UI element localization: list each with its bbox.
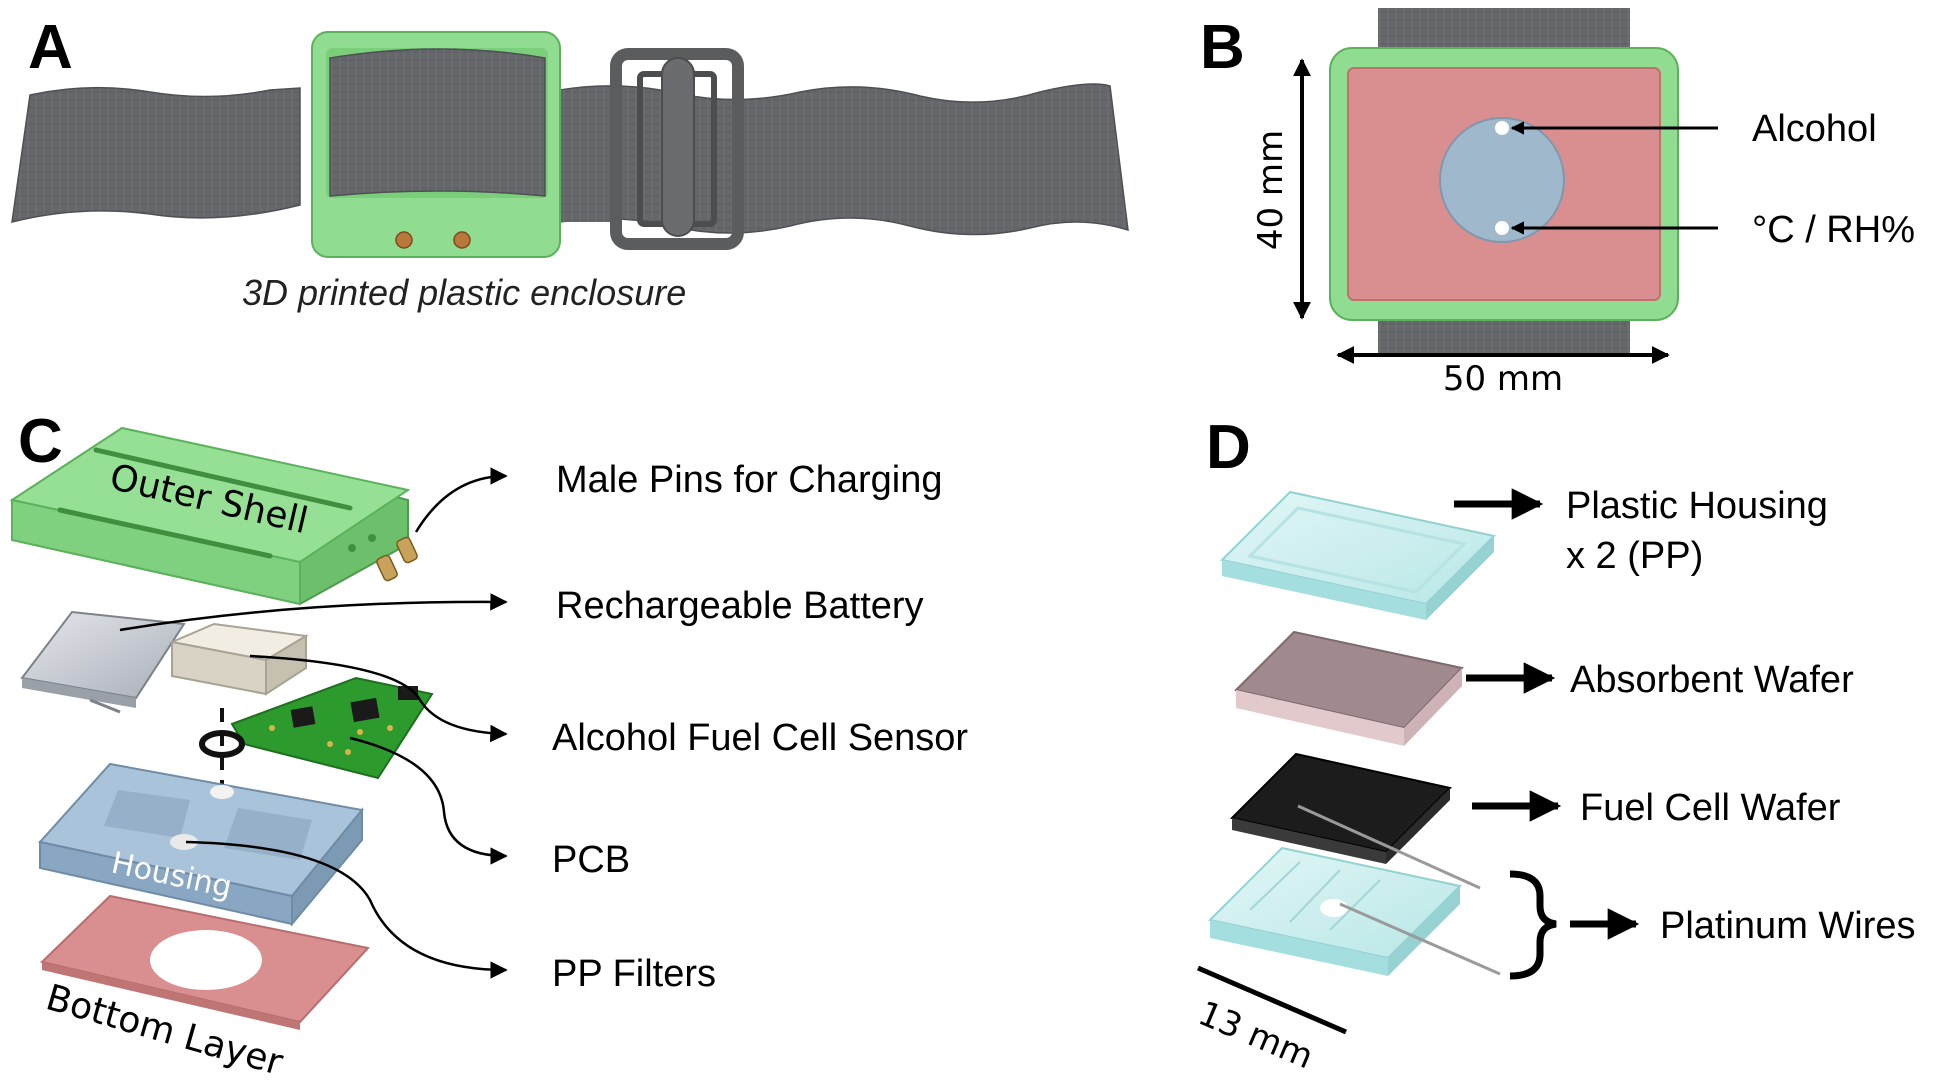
sensor-disk	[1439, 117, 1565, 243]
label-temp-rh: °C / RH%	[1752, 209, 1915, 251]
dim-side: 13 mm	[1192, 993, 1318, 1077]
panel-a-letter: A	[28, 13, 73, 82]
label-alcohol: Alcohol	[1752, 108, 1877, 150]
outer-shell	[9, 426, 411, 606]
fuel-cell-sensor-block	[168, 622, 309, 696]
panel-d: D	[1192, 413, 1915, 1077]
callout-absorbent-wafer: Absorbent Wafer	[1570, 659, 1854, 701]
callout-fuel-cell-sensor: Alcohol Fuel Cell Sensor	[552, 717, 968, 759]
charging-pin-left	[395, 231, 413, 249]
callout-plastic-housing: Plastic Housing	[1566, 485, 1828, 527]
callout-male-pins: Male Pins for Charging	[556, 459, 943, 501]
plastic-housing-bottom	[1207, 846, 1501, 976]
panel-c: C Outer Shell	[9, 407, 968, 1084]
rechargeable-battery	[20, 610, 186, 714]
callout-battery: Rechargeable Battery	[556, 585, 924, 627]
callout-platinum-wires: Platinum Wires	[1660, 905, 1916, 947]
strap-between	[545, 90, 620, 222]
platinum-wire-bottom	[1339, 902, 1501, 976]
housing-base	[38, 762, 364, 927]
male-pins	[376, 536, 418, 582]
strap-buckle	[610, 48, 744, 250]
pcb-board	[230, 676, 434, 780]
panel-a: A 3D printed plastic enclosure	[11, 13, 1129, 313]
side-dimension-line	[1197, 965, 1347, 1035]
platinum-wire-top	[1297, 804, 1481, 890]
callout-plastic-housing-count: x 2 (PP)	[1566, 535, 1703, 577]
panel-b: B Alcohol °C / RH% 40 mm 50 mm	[1200, 8, 1915, 399]
panel-d-letter: D	[1206, 413, 1251, 482]
callout-curve-pins	[414, 467, 508, 533]
charging-pin-right	[453, 231, 471, 249]
wrist-strap	[11, 86, 301, 223]
callout-curve-filters	[185, 840, 508, 979]
buckle-roller	[661, 57, 695, 237]
panel-a-caption: 3D printed plastic enclosure	[242, 272, 686, 313]
enclosure-fabric-wrap	[329, 48, 546, 197]
callout-pp-filters: PP Filters	[552, 953, 716, 995]
temp-rh-port	[1495, 221, 1509, 235]
callout-curve-battery	[119, 593, 508, 632]
alcohol-port	[1495, 121, 1509, 135]
callout-pcb: PCB	[552, 839, 630, 881]
absorbent-wafer	[1234, 630, 1464, 746]
fuel-cell-wafer	[1230, 752, 1481, 890]
brace-platinum-wires	[1509, 870, 1557, 980]
wrist-strap-right	[559, 83, 1129, 236]
dim-height: 40 mm	[1251, 130, 1291, 250]
panel-c-letter: C	[18, 407, 63, 476]
callout-fuel-cell-wafer: Fuel Cell Wafer	[1580, 787, 1841, 829]
callout-curve-sensor	[249, 654, 508, 743]
bottom-layer	[39, 894, 370, 1030]
panel-b-letter: B	[1200, 13, 1245, 82]
plastic-housing-top	[1219, 490, 1497, 620]
callout-curve-pcb	[349, 736, 508, 865]
dim-width: 50 mm	[1443, 359, 1563, 399]
